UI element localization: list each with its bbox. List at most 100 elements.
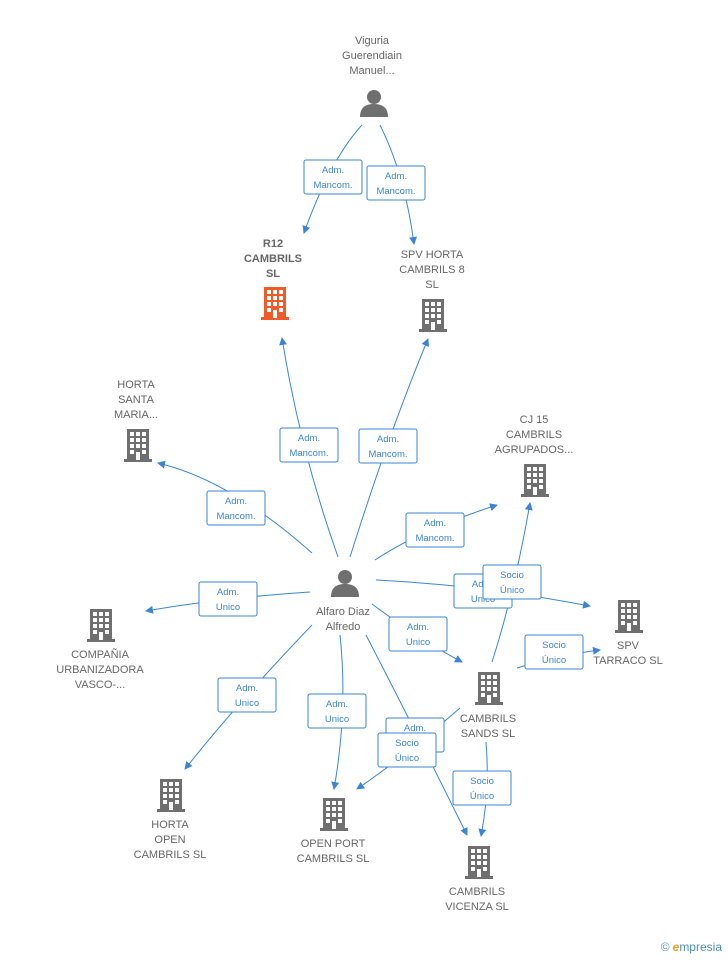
building-icon [261, 287, 289, 320]
copyright-symbol: © [660, 940, 670, 954]
edge-label-text: Mancom. [376, 186, 415, 197]
building-icon [475, 672, 503, 705]
node-label: COMPAÑIA [71, 648, 130, 661]
edge-label-alfaro-to-cj15[interactable]: Adm. Mancom. [405, 512, 465, 548]
edge-label-box [482, 564, 542, 600]
edge-label-text: Único [542, 655, 566, 666]
edge-label-alfaro-to-horta_santa[interactable]: Adm.Mancom. [206, 490, 266, 526]
edge-label-box [307, 693, 367, 729]
edge-label-box [388, 616, 448, 652]
node-label: Alfaro Diaz [316, 606, 370, 618]
node-compania[interactable]: COMPAÑIA URBANIZADORA VASCO-... [56, 609, 144, 691]
edge-label-alfaro-to-compania[interactable]: Adm. Unico [198, 581, 258, 617]
node-label: CAMBRILS 8 [399, 264, 464, 276]
building-icon [157, 779, 185, 812]
node-label: CAMBRILS [244, 253, 302, 265]
edge-label-box [358, 428, 418, 464]
edge-label-box [206, 490, 266, 526]
edge-label-text: Único [470, 791, 494, 802]
edge-label-text: Adm. [377, 434, 399, 445]
node-label: OPEN PORT [301, 838, 366, 850]
edge-label-text: Mancom. [415, 533, 454, 544]
edge-label-text: Adm. [322, 165, 344, 176]
building-icon [419, 299, 447, 332]
edge-label-text: Único [500, 585, 524, 596]
node-label: SPV [617, 640, 640, 652]
node-label: CAMBRILS [449, 886, 505, 898]
node-label: URBANIZADORA [56, 664, 144, 676]
edge-label-text: Adm. [217, 587, 239, 598]
node-label: OPEN [154, 834, 185, 846]
edge-label-text: Adm. [385, 171, 407, 182]
node-label: TARRACO SL [593, 655, 662, 667]
edge-label-text: Socio [542, 640, 566, 651]
edge-label-text: Adm. [326, 699, 348, 710]
edge-label-alfaro-to-cambrils_sands[interactable]: Adm.Unico [388, 616, 448, 652]
brand-logo-initial: e [672, 940, 680, 954]
edge-label-text: Socio [395, 738, 419, 749]
edge-label-alfaro-to-horta_open[interactable]: Adm.Unico [217, 677, 277, 713]
edge-label-text: Socio [470, 776, 494, 787]
node-label: Viguria [355, 35, 390, 47]
node-viguria[interactable]: ViguriaGuerendiainManuel... [342, 35, 402, 117]
building-icon [615, 600, 643, 633]
edge-label-box [377, 732, 437, 768]
brand-footer[interactable]: ©empresia [661, 940, 722, 954]
edge-label-text: Adm. [404, 723, 426, 734]
edge-label-text: Adm. [424, 518, 446, 529]
node-label: CJ 15 [520, 414, 549, 426]
building-icon [87, 609, 115, 642]
node-label: CAMBRILS SL [134, 849, 207, 861]
node-label: HORTA [117, 379, 155, 391]
edge-label-text: Único [395, 753, 419, 764]
node-cambrils_vicenza[interactable]: CAMBRILS VICENZA SL [445, 846, 509, 913]
node-label: CAMBRILS [460, 713, 516, 725]
edge-label-alfaro-to-spv_horta8[interactable]: Adm. Mancom. [358, 428, 418, 464]
edge-label-text: Unico [235, 698, 259, 709]
edge-label-text: Unico [325, 714, 349, 725]
edge-label-text: Unico [216, 602, 240, 613]
node-label: SL [425, 279, 438, 291]
brand-name: mpresia [679, 940, 722, 954]
node-label: R12 [263, 238, 283, 250]
building-icon [465, 846, 493, 879]
node-cj15[interactable]: CJ 15CAMBRILSAGRUPADOS... [495, 414, 574, 497]
node-spv_tarraco[interactable]: SPV TARRACO SL [593, 600, 663, 667]
node-label: Manuel... [349, 65, 394, 77]
edge-label-text: Socio [500, 570, 524, 581]
edge-label-text: Mancom. [289, 448, 328, 459]
edge-labels-layer: Adm. Mancom. Adm. Mancom. Adm. Mancom. Adm. Man… [198, 159, 584, 806]
edge-label-box [366, 165, 426, 201]
edge-label-text: Mancom. [313, 180, 352, 191]
edge-label-alfaro-to-r12[interactable]: Adm.Mancom. [279, 427, 339, 463]
edge-label-box [452, 770, 512, 806]
edge-label-viguria-to-spv_horta8[interactable]: Adm. Mancom. [366, 165, 426, 201]
node-horta_santa[interactable]: HORTA SANTA MARIA... [114, 379, 158, 462]
building-icon [124, 429, 152, 462]
person-icon [360, 90, 388, 117]
edge-label-text: Mancom. [368, 449, 407, 460]
edge-label-box [524, 634, 584, 670]
edge-label-text: Unico [471, 594, 495, 605]
edge-label-alfaro-to-open_port[interactable]: Adm. Unico [307, 693, 367, 729]
edge-label-box [279, 427, 339, 463]
node-label: VICENZA SL [445, 901, 509, 913]
edge-label-box [217, 677, 277, 713]
edge-label-text: Unico [406, 637, 430, 648]
edge-label-viguria-to-r12[interactable]: Adm. Mancom. [303, 159, 363, 195]
node-label: VASCO-... [75, 679, 126, 691]
node-label: MARIA... [114, 409, 158, 421]
node-label: SANTA [118, 394, 155, 406]
